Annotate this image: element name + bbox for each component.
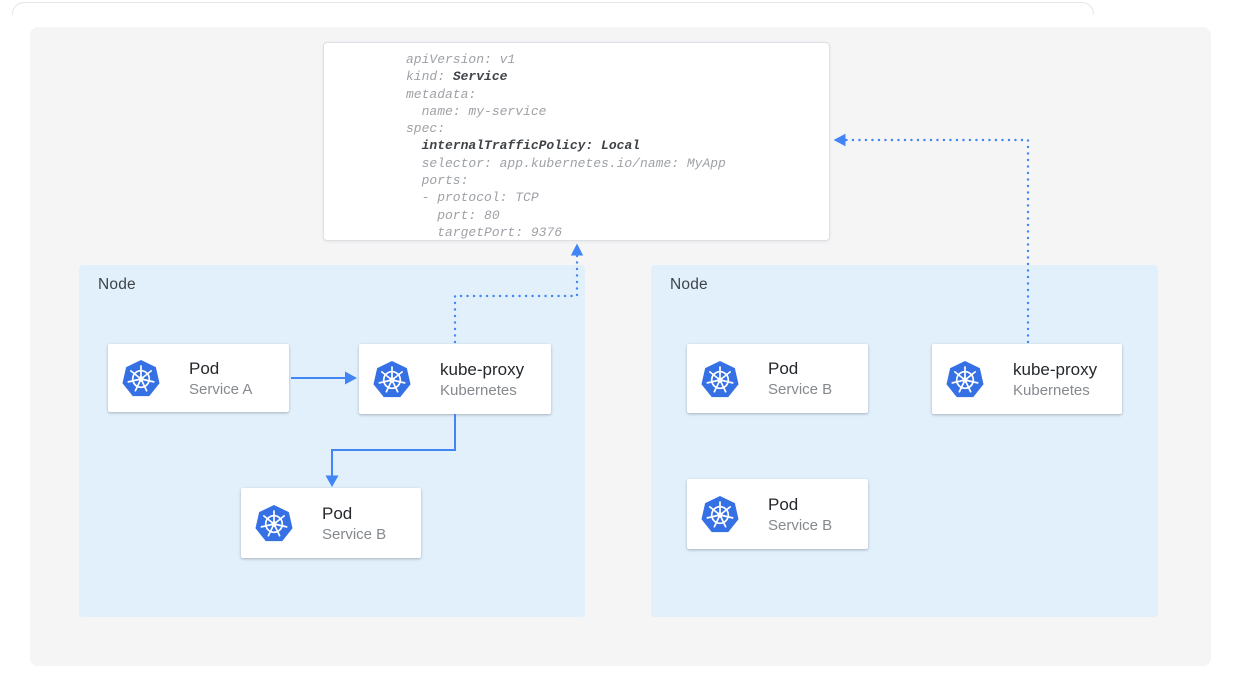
card-title: Pod [189,358,220,378]
kubernetes-icon [700,359,740,398]
code-line: selector: app.kubernetes.io/name: MyApp [406,155,726,171]
node-left-label: Node [98,276,136,293]
card-subtitle: Service B [322,525,387,543]
code-line: name: my-service [406,103,547,119]
card-subtitle: Service A [189,380,253,398]
card-subtitle: Kubernetes [1013,381,1090,399]
kubernetes-icon [372,360,412,398]
code-line: port: 80 [406,207,500,223]
card-title: kube-proxy [440,359,525,379]
card-kube-proxy-left: kube-proxy Kubernetes [359,344,551,414]
card-title: Pod [768,359,799,378]
code-line: kind: Service [406,69,508,85]
kubernetes-icon [700,495,740,533]
card-title: Pod [768,494,799,514]
code-line: targetPort: 9376 [406,224,563,240]
content-card-top-edge [12,2,1094,15]
code-line: ports: [406,173,469,189]
kubernetes-icon [121,359,161,397]
node-right: Node Pod Service B kube-proxy Kubernetes… [651,265,1158,617]
kubernetes-icon [254,504,294,542]
card-pod-service-b-right-bottom: Pod Service B [687,479,868,549]
card-pod-service-b-left: Pod Service B [241,488,421,558]
card-pod-service-b-right-top: Pod Service B [687,344,868,413]
code-line: metadata: [406,86,477,102]
code-line: internalTrafficPolicy: Local [421,138,641,154]
code-line: - protocol: TCP [406,190,539,206]
code-line: apiVersion: v1 [406,52,516,67]
card-title: kube-proxy [1013,359,1098,379]
card-kube-proxy-right: kube-proxy Kubernetes [932,344,1122,414]
card-subtitle: Service B [768,516,833,534]
node-right-label: Node [670,276,708,293]
code-line: spec: [406,121,446,137]
card-title: Pod [322,503,353,523]
card-subtitle: Service B [768,381,833,398]
card-subtitle: Kubernetes [440,381,517,399]
node-left: Node Pod Service A kube-proxy Kubernetes… [79,265,585,617]
card-pod-service-a: Pod Service A [108,344,289,412]
kubernetes-icon [945,360,985,398]
